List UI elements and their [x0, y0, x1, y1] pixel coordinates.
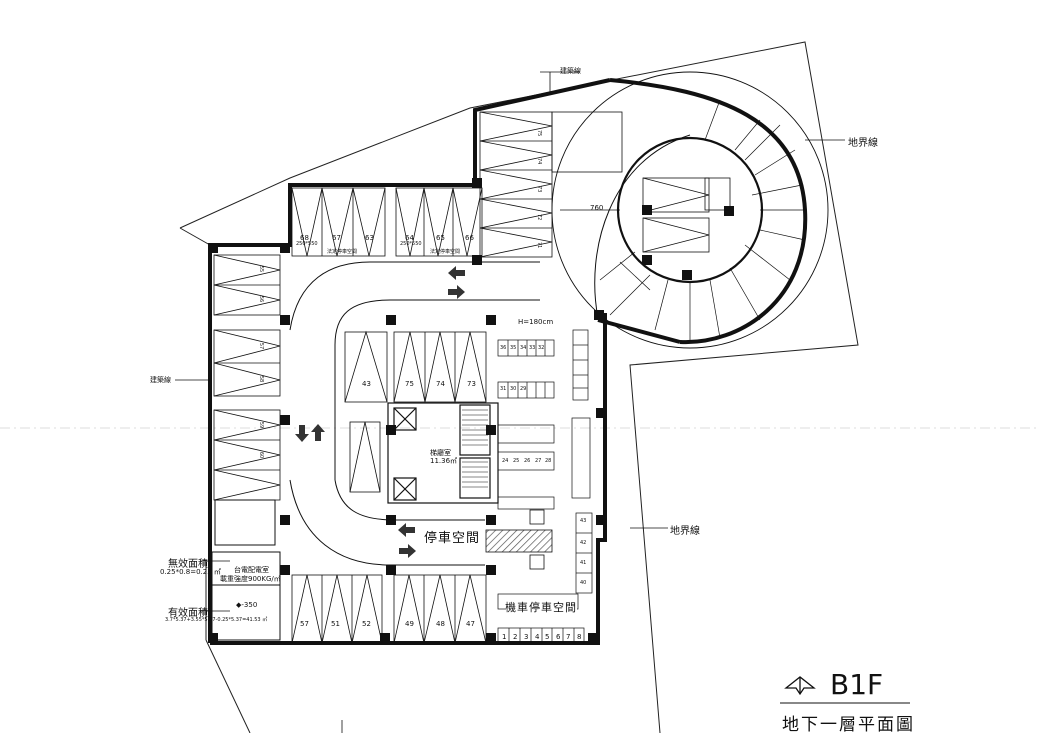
stall-number: 58	[258, 375, 265, 383]
moto-number: 27	[535, 458, 542, 464]
moto-number: 35	[510, 345, 517, 351]
svg-text:73: 73	[536, 186, 542, 192]
stall-number: 47	[466, 620, 475, 628]
stall-number: 57	[300, 620, 309, 628]
site-boundary-left	[205, 639, 251, 733]
moto-number: 3	[524, 633, 529, 641]
moto-number: 1	[502, 633, 507, 641]
transformer-room	[211, 499, 281, 641]
arrow-down-icon	[295, 425, 309, 442]
stall-number: 64	[405, 234, 414, 242]
stall-number: 59	[258, 421, 265, 429]
ramp-stall-labels: 75 74 73 72 71	[536, 130, 542, 248]
transformer-room-label: 台電配電室	[234, 566, 269, 574]
elevation-label: ◆-350	[236, 601, 258, 609]
invalid-area-calc: 0.25*0.8=0.23 ㎡	[160, 568, 221, 576]
moto-parking-label: 機車停車空間	[505, 599, 577, 615]
stall-number: 60	[258, 451, 265, 459]
staircase-icon	[462, 409, 488, 488]
stall-note: 法定停車空間	[327, 249, 358, 255]
moto-number: 29	[520, 386, 527, 392]
stall-number: 56	[258, 295, 265, 303]
stall-size: 250*550	[400, 241, 422, 247]
arrow-left-icon	[398, 523, 415, 537]
parking-bottom-row	[291, 574, 487, 644]
site-boundary	[179, 41, 859, 733]
north-arrow-icon	[784, 676, 816, 696]
structural-columns	[208, 178, 734, 643]
moto-number: 43	[580, 518, 587, 524]
lobby-area-label: 11.36㎡	[430, 457, 458, 465]
moto-number: 30	[510, 386, 517, 392]
valid-area-calc: 3.7*5.37+3.55*5.37-0.25*5.37=41.53 ㎡	[165, 617, 268, 623]
moto-number: 41	[580, 560, 587, 566]
moto-number: 6	[556, 633, 561, 641]
invalid-area-label: 無效面積	[168, 559, 208, 570]
moto-number: 26	[524, 458, 531, 464]
load-capacity-label: 載重強度900KG/㎡	[220, 575, 281, 583]
driving-aisle	[289, 261, 540, 566]
valid-area-label: 有效面積	[168, 608, 208, 619]
parking-top-row	[291, 187, 483, 257]
parking-spiral-core	[642, 177, 731, 253]
stall-number: 66	[465, 234, 474, 242]
car-parking-label: 停車空間	[424, 527, 481, 546]
moto-stalls	[497, 329, 593, 644]
parking-center-island	[344, 330, 487, 493]
moto-number: 33	[529, 345, 536, 351]
moto-number: 8	[577, 633, 582, 641]
svg-text:75: 75	[536, 130, 542, 136]
stall-number: 67	[332, 234, 341, 242]
arrow-right-icon	[448, 285, 465, 299]
moto-number: 28	[545, 458, 552, 464]
hatched-shaft	[485, 529, 553, 553]
moto-number: 4	[535, 633, 540, 641]
lobby-label: 梯廳室	[430, 449, 451, 457]
site-line-label-lower: 地界線	[670, 526, 700, 537]
site-line-label-right: 地界線	[848, 138, 878, 149]
stall-number: 52	[362, 620, 371, 628]
moto-number: 24	[502, 458, 509, 464]
building-line-label-top: 建築線	[560, 67, 581, 75]
stall-number: 63	[365, 234, 374, 242]
moto-number: 40	[580, 580, 587, 586]
moto-number: 25	[513, 458, 520, 464]
floor-subtitle: 地下一層平面圖	[782, 715, 915, 735]
arrow-right-icon	[399, 544, 416, 558]
stall-number: 43	[362, 380, 371, 388]
stall-number: 73	[467, 380, 476, 388]
dim-760: 760	[590, 204, 604, 212]
stall-number: 68	[300, 234, 309, 242]
arrow-left-icon	[448, 266, 465, 280]
moto-number: 36	[500, 345, 507, 351]
clear-height-label: H=180cm	[518, 318, 554, 326]
stall-size: 250*550	[296, 241, 318, 247]
stall-number: 51	[331, 620, 340, 628]
arrow-up-icon	[311, 424, 325, 441]
moto-number: 2	[513, 633, 518, 641]
floor-title: B1F	[830, 668, 884, 701]
stall-number: 48	[436, 620, 445, 628]
svg-text:71: 71	[536, 242, 542, 248]
stall-number: 55	[258, 265, 265, 273]
building-line-label-left: 建築線	[150, 376, 171, 384]
parking-left-column	[213, 254, 281, 501]
moto-number: 42	[580, 540, 587, 546]
svg-text:72: 72	[536, 214, 542, 220]
stall-number: 49	[405, 620, 414, 628]
svg-text:74: 74	[536, 158, 542, 164]
stall-note: 法定停車空間	[430, 249, 461, 255]
moto-number: 31	[500, 386, 507, 392]
stall-number: 74	[436, 380, 445, 388]
moto-number: 32	[538, 345, 545, 351]
parking-ramp-column	[479, 111, 623, 258]
moto-number: 7	[566, 633, 571, 641]
moto-number: 5	[545, 633, 550, 641]
stall-number: 57	[258, 342, 265, 350]
stall-number: 65	[436, 234, 445, 242]
moto-number: 34	[520, 345, 527, 351]
leader-lines	[175, 71, 845, 733]
stall-number: 75	[405, 380, 414, 388]
